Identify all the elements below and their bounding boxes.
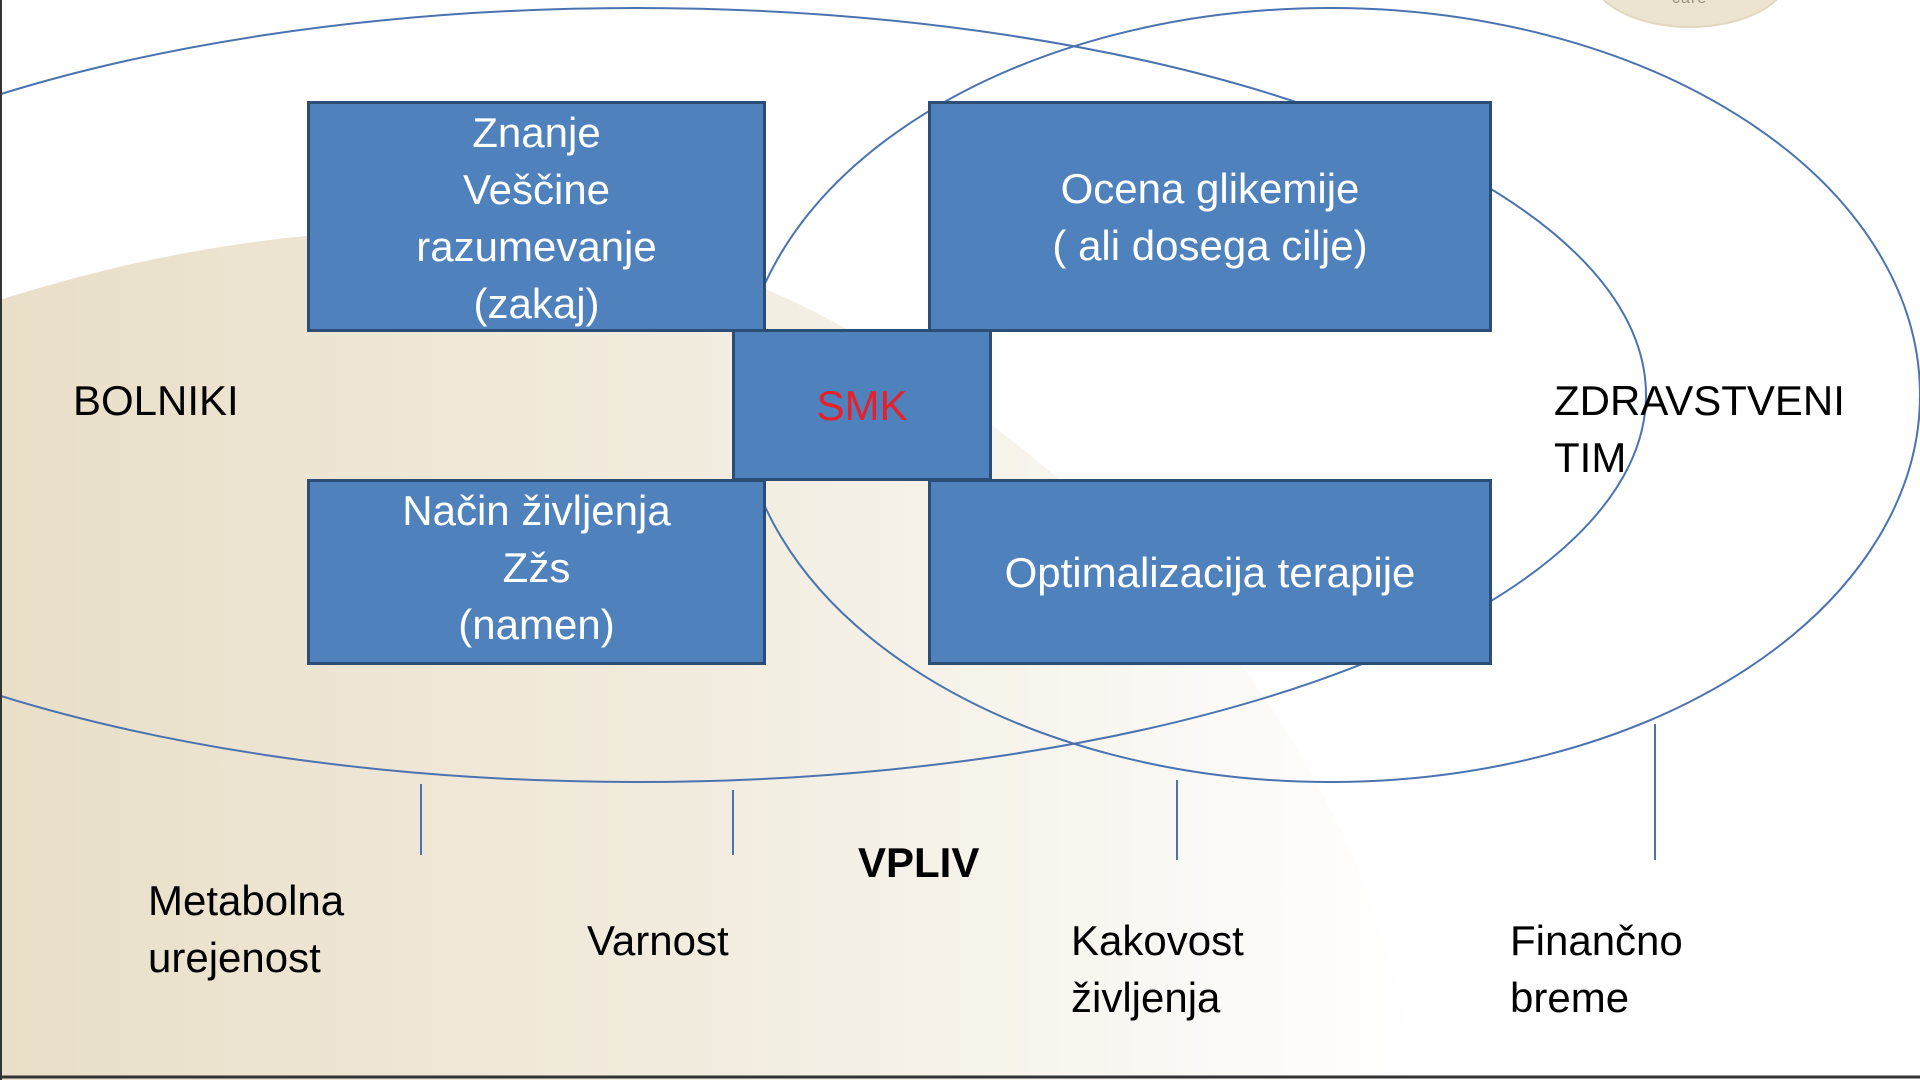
- box-smk-center: SMK: [732, 329, 992, 481]
- label-patients: BOLNIKI: [73, 377, 239, 424]
- box-bl-line-1: Način življenja: [402, 487, 671, 534]
- outcome-quality-line-2: življenja: [1071, 974, 1221, 1021]
- outcome-metabolic-line-1: Metabolna: [148, 877, 345, 924]
- outcome-financial-line-1: Finančno: [1510, 917, 1683, 964]
- outcome-safety: Varnost: [587, 917, 729, 964]
- outcome-quality-of-life: Kakovost življenja: [1071, 912, 1244, 1026]
- box-lifestyle: Način življenja Zžs (namen): [307, 479, 766, 665]
- box-tl-line-2: Veščine: [462, 166, 611, 213]
- box-therapy-optimization: Optimalizacija terapije: [928, 479, 1492, 665]
- box-knowledge-skills: Znanje Veščine razumevanje (zakaj): [307, 101, 766, 332]
- label-health-team-line-2: TIM: [1554, 434, 1627, 481]
- outcome-quality-line-1: Kakovost: [1071, 917, 1244, 964]
- box-bl-line-3: (namen): [458, 601, 615, 648]
- box-tl-line-1: Znanje: [472, 109, 601, 156]
- outcome-metabolic-line-2: urejenost: [148, 934, 321, 981]
- box-center-label: SMK: [816, 381, 908, 429]
- label-health-team-line-1: ZDRAVSTVENI: [1554, 377, 1845, 424]
- box-tl-line-3: razumevanje: [416, 223, 657, 270]
- outcome-metabolic: Metabolna urejenost: [148, 872, 344, 986]
- logo-text: care: [1672, 0, 1707, 8]
- box-bl-line-2: Zžs: [502, 544, 571, 591]
- label-impact: VPLIV: [858, 839, 980, 886]
- patients-ellipse: [0, 7, 1647, 783]
- outcome-financial-line-2: breme: [1510, 974, 1630, 1021]
- box-tl-line-4: (zakaj): [473, 280, 600, 327]
- label-health-team: ZDRAVSTVENI TIM: [1554, 372, 1845, 486]
- box-glycemia-assessment: Ocena glikemije ( ali dosega cilje): [928, 101, 1492, 332]
- box-tr-line-1: Ocena glikemije: [1060, 164, 1360, 212]
- outcome-financial-burden: Finančno breme: [1510, 912, 1683, 1026]
- box-br-line-1: Optimalizacija terapije: [1004, 548, 1416, 596]
- box-tr-line-2: ( ali dosega cilje): [1052, 221, 1368, 269]
